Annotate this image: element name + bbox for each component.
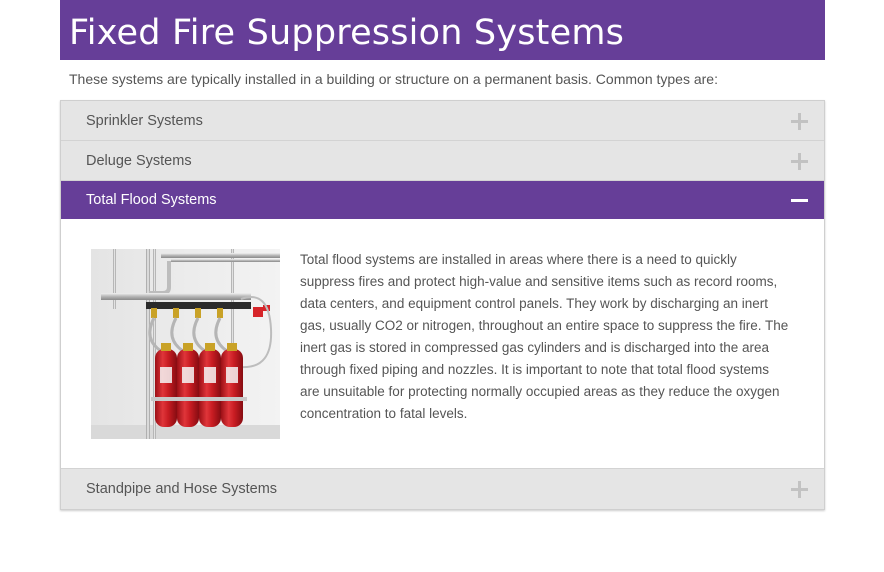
accordion-panel-total-flood-systems: Total flood systems are installed in are…	[61, 219, 824, 469]
minus-icon[interactable]	[791, 199, 808, 202]
accordion-item-label: Sprinkler Systems	[86, 113, 203, 129]
page-title: Fixed Fire Suppression Systems	[69, 13, 625, 53]
plus-icon[interactable]	[791, 153, 808, 170]
fire-suppression-cylinders-image	[91, 249, 280, 439]
accordion-item-label: Total Flood Systems	[86, 192, 217, 208]
title-bar: Fixed Fire Suppression Systems	[60, 0, 825, 60]
accordion-item-label: Deluge Systems	[86, 153, 192, 169]
accordion-item-deluge-systems[interactable]: Deluge Systems	[61, 141, 824, 181]
accordion-item-standpipe-and-hose-systems[interactable]: Standpipe and Hose Systems	[61, 469, 824, 509]
accordion-item-total-flood-systems[interactable]: Total Flood Systems	[61, 181, 824, 219]
accordion: Sprinkler Systems Deluge Systems Total F…	[60, 100, 825, 510]
total-flood-description: Total flood systems are installed in are…	[300, 252, 789, 421]
plus-icon[interactable]	[791, 113, 808, 130]
plus-icon[interactable]	[791, 481, 808, 498]
intro-text: These systems are typically installed in…	[69, 71, 718, 87]
accordion-item-sprinkler-systems[interactable]: Sprinkler Systems	[61, 101, 824, 141]
accordion-item-label: Standpipe and Hose Systems	[86, 481, 278, 497]
